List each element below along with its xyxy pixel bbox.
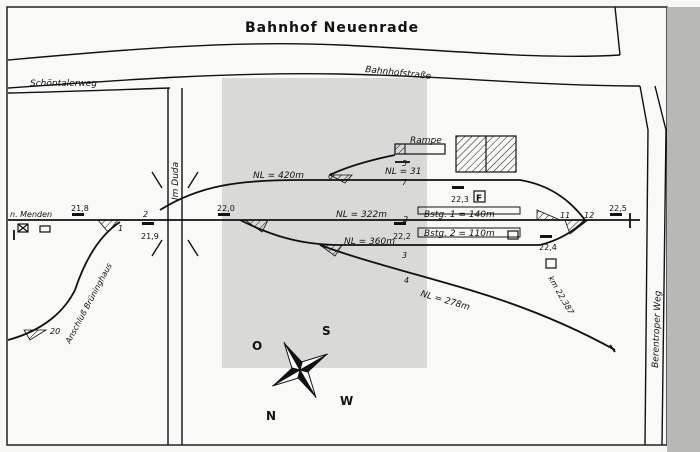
label-sign-f: F bbox=[476, 194, 482, 204]
km-mark: 21,8 bbox=[71, 204, 89, 213]
track-number: 12 bbox=[584, 211, 594, 220]
map-title: Bahnhof Neuenrade bbox=[245, 20, 419, 36]
km-mark: 22,4 bbox=[539, 243, 557, 252]
track-number: 20 bbox=[50, 327, 60, 336]
siding-bruninghaus bbox=[7, 221, 121, 341]
track-number: 3 bbox=[402, 251, 407, 260]
label-rampe: Rampe bbox=[410, 136, 442, 146]
km-mark: 22,0 bbox=[217, 204, 235, 213]
bridge bbox=[151, 171, 199, 257]
berentroper-road-east bbox=[654, 85, 667, 446]
label-track-2-length: NL = 322m bbox=[336, 210, 387, 220]
roads bbox=[7, 6, 667, 446]
label-track-5-length: NL = 31 bbox=[385, 167, 421, 177]
label-track-3-length: NL = 360m bbox=[344, 237, 395, 247]
schoentalerweg-road bbox=[7, 87, 171, 94]
berentroper-road-top bbox=[614, 6, 621, 56]
track-number: 7 bbox=[402, 178, 408, 187]
switch-markers bbox=[23, 174, 590, 341]
track-number: 1 bbox=[118, 224, 123, 233]
track-number: 2 bbox=[403, 215, 408, 224]
margin-strip bbox=[667, 7, 700, 452]
track-number: 6 bbox=[328, 172, 333, 181]
km-mark: 21,9 bbox=[141, 232, 159, 241]
km-boards bbox=[72, 186, 622, 238]
label-platform-1: Bstg. 1 = 140m bbox=[424, 210, 495, 220]
label-berentroper-weg: Berentroper Weg bbox=[651, 290, 664, 368]
compass-s: S bbox=[322, 324, 331, 338]
km-sign bbox=[545, 258, 557, 269]
bahnhofstrasse-road-north bbox=[7, 42, 621, 61]
track-number: 11 bbox=[560, 211, 570, 220]
platform-1 bbox=[417, 206, 521, 215]
track-ramp-5 bbox=[329, 154, 396, 176]
track-number: 5 bbox=[402, 159, 407, 168]
label-to-menden: n. Menden bbox=[10, 210, 52, 219]
station-sign-f bbox=[473, 190, 486, 203]
signals bbox=[17, 190, 557, 269]
label-schoentalerweg: Schöntalerweg bbox=[30, 79, 97, 89]
compass-o: O bbox=[252, 339, 262, 353]
track-number: 2 bbox=[143, 210, 148, 219]
track-7 bbox=[159, 179, 586, 221]
km-mark: 22,3 bbox=[451, 195, 469, 204]
label-platform-2: Bstg. 2 = 110m bbox=[424, 229, 495, 239]
track-4-end bbox=[609, 344, 616, 353]
km-mark: 22,5 bbox=[609, 204, 627, 213]
track-4 bbox=[319, 244, 616, 351]
km-mark: 22,2 bbox=[393, 232, 411, 241]
compass-rose bbox=[272, 342, 328, 398]
label-track-7-length: NL = 420m bbox=[253, 171, 304, 181]
compass-n: N bbox=[266, 409, 276, 423]
platform-2 bbox=[417, 227, 521, 238]
compass-w: W bbox=[340, 394, 353, 408]
bahnhofstrasse-road-south bbox=[7, 72, 641, 89]
label-im-duda: Im Duda bbox=[171, 162, 181, 200]
berentroper-road-west bbox=[639, 85, 649, 446]
track-number: 4 bbox=[404, 276, 409, 285]
